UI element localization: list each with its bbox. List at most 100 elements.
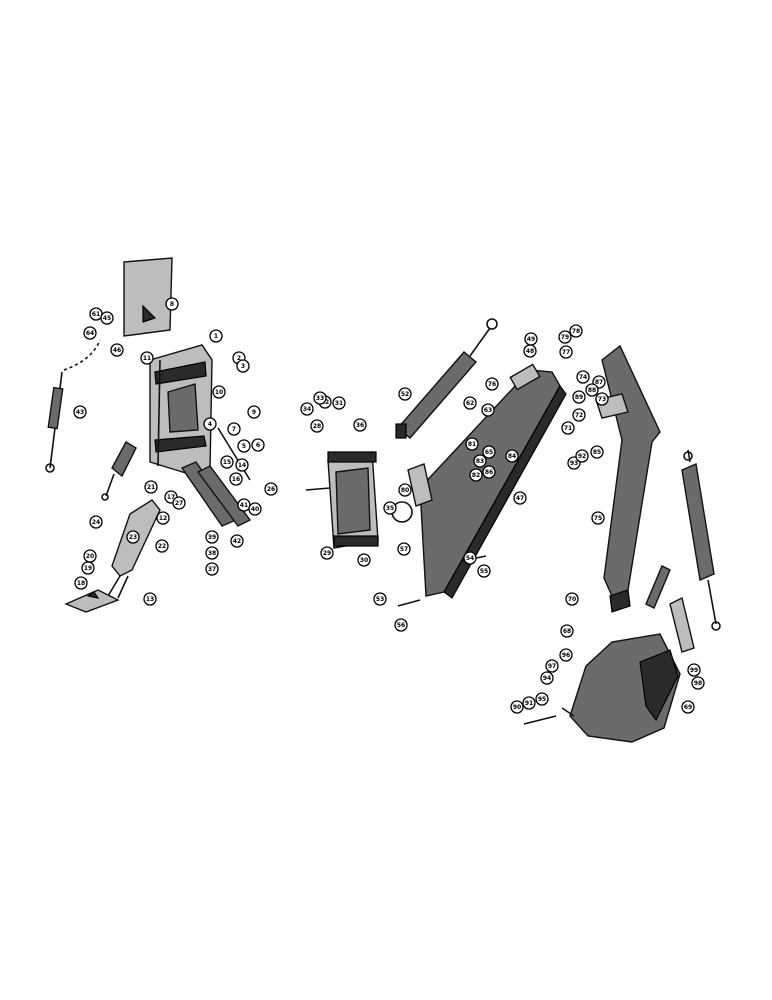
callout-number: 93: [570, 460, 578, 467]
callout-number: 94: [543, 675, 551, 682]
callout-number: 27: [175, 500, 183, 507]
callout-number: 45: [103, 315, 111, 322]
callout-10: 10: [212, 385, 226, 399]
callout-number: 14: [238, 462, 246, 469]
callout-circle: [156, 511, 170, 525]
callout-number: 29: [323, 550, 331, 557]
callout-circle: [237, 439, 251, 453]
callout-number: 57: [400, 546, 408, 553]
callout-76: 76: [485, 377, 499, 391]
callout-63: 63: [481, 403, 495, 417]
callout-19: 19: [81, 561, 95, 575]
callout-5: 5: [237, 439, 251, 453]
callout-circle: [477, 564, 491, 578]
callout-48: 48: [523, 344, 537, 358]
callout-72: 72: [572, 408, 586, 422]
callout-12: 12: [156, 511, 170, 525]
boom-arm: [391, 363, 567, 599]
callout-circle: [110, 343, 124, 357]
callout-circle: [83, 326, 97, 340]
callout-number: 11: [143, 355, 151, 362]
callout-number: 15: [223, 459, 231, 466]
callout-number: 40: [251, 506, 259, 513]
callout-38: 38: [205, 546, 219, 560]
callout-number: 43: [76, 409, 84, 416]
callout-number: 37: [208, 566, 216, 573]
callout-81: 81: [465, 437, 479, 451]
callout-circle: [300, 402, 314, 416]
callout-circle: [73, 405, 87, 419]
callout-29: 29: [320, 546, 334, 560]
callout-number: 80: [401, 487, 409, 494]
callout-number: 70: [568, 596, 576, 603]
bucket-links: [645, 565, 695, 653]
callout-circle: [89, 515, 103, 529]
callout-circle: [205, 546, 219, 560]
callout-circle: [572, 408, 586, 422]
callout-number: 73: [598, 396, 606, 403]
callout-circle: [100, 311, 114, 325]
callout-circle: [205, 530, 219, 544]
callout-85: 85: [590, 445, 604, 459]
callout-circle: [332, 396, 346, 410]
callout-circle: [205, 562, 219, 576]
callout-42: 42: [230, 534, 244, 548]
callout-number: 65: [485, 449, 493, 456]
callout-74: 74: [576, 370, 590, 384]
callout-21: 21: [144, 480, 158, 494]
callout-number: 97: [548, 663, 556, 670]
callout-57: 57: [397, 542, 411, 556]
callout-number: 1: [214, 333, 218, 340]
callout-circle: [482, 445, 496, 459]
callout-circle: [561, 421, 575, 435]
callout-number: 7: [232, 426, 236, 433]
callout-number: 64: [86, 330, 94, 337]
callout-61: 61: [89, 307, 103, 321]
callout-number: 21: [147, 484, 155, 491]
callout-89: 89: [572, 390, 586, 404]
callout-number: 41: [240, 502, 248, 509]
callout-20: 20: [83, 549, 97, 563]
callout-number: 46: [113, 347, 121, 354]
callout-number: 23: [129, 534, 137, 541]
callout-91: 91: [522, 696, 536, 710]
callout-circle: [227, 422, 241, 436]
callout-circle: [398, 387, 412, 401]
callout-70: 70: [565, 592, 579, 606]
callout-circle: [383, 501, 397, 515]
callout-number: 30: [360, 557, 368, 564]
callout-circle: [585, 383, 599, 397]
callout-circle: [569, 324, 583, 338]
callout-number: 53: [376, 596, 384, 603]
callout-number: 76: [488, 381, 496, 388]
callout-55: 55: [477, 564, 491, 578]
callout-circle: [230, 534, 244, 548]
callout-number: 71: [564, 425, 572, 432]
callout-68: 68: [560, 624, 574, 638]
callout-98: 98: [691, 676, 705, 690]
callout-69: 69: [681, 700, 695, 714]
callout-circle: [165, 297, 179, 311]
callout-number: 96: [562, 652, 570, 659]
callout-80: 80: [398, 483, 412, 497]
stabilizer-cylinder-left: [45, 339, 101, 473]
callout-number: 3: [241, 363, 245, 370]
callout-27: 27: [172, 496, 186, 510]
callout-number: 47: [516, 495, 524, 502]
mounting-plate: [123, 257, 173, 337]
callout-circle: [463, 551, 477, 565]
callout-number: 79: [561, 334, 569, 341]
callout-14: 14: [235, 458, 249, 472]
callout-circle: [565, 592, 579, 606]
callout-circle: [229, 472, 243, 486]
callout-88: 88: [585, 383, 599, 397]
callout-number: 9: [252, 409, 256, 416]
callout-circle: [576, 370, 590, 384]
callout-number: 34: [303, 406, 311, 413]
callout-number: 17: [167, 494, 175, 501]
callout-number: 74: [579, 374, 587, 381]
callout-number: 39: [208, 534, 216, 541]
callout-30: 30: [357, 553, 371, 567]
callout-26: 26: [264, 482, 278, 496]
callout-circle: [212, 385, 226, 399]
